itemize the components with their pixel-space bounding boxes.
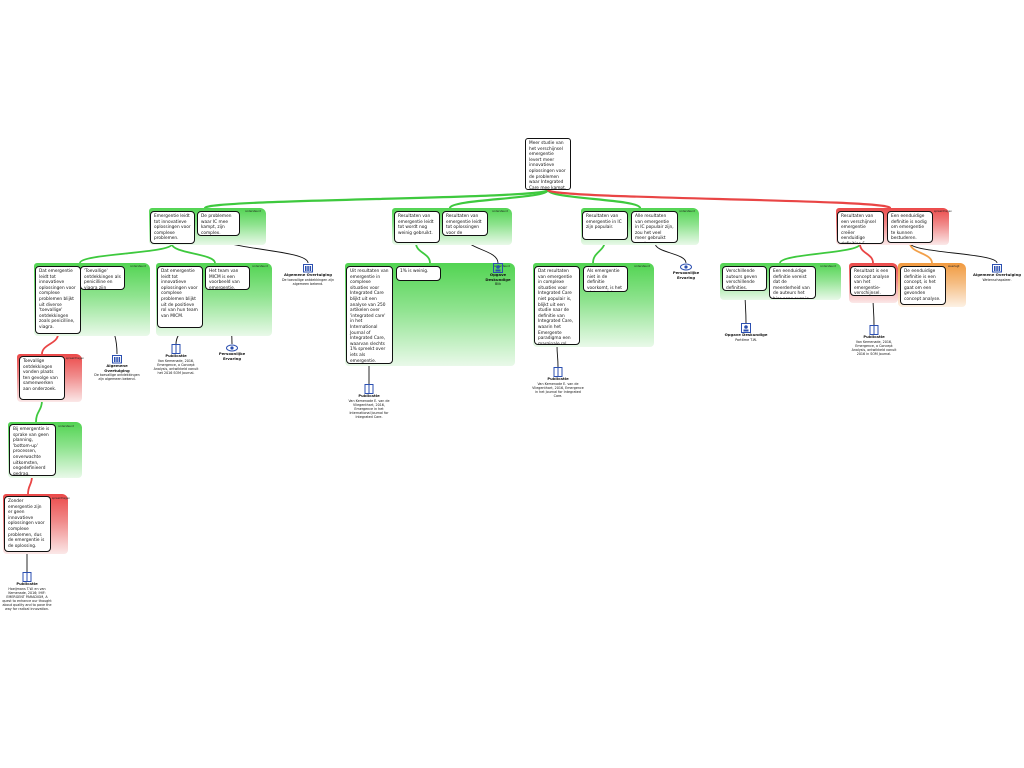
claim-c18[interactable]: Dat resultaten van emergentie in complex… bbox=[534, 266, 580, 345]
connector-line bbox=[27, 475, 33, 495]
publication-icon bbox=[364, 384, 374, 394]
claim-c13[interactable]: Toevallige ontdekkingen vonden plaats te… bbox=[19, 356, 65, 400]
expert-icon bbox=[741, 323, 751, 333]
connector-line bbox=[171, 243, 216, 264]
connector-line bbox=[79, 243, 173, 264]
claim-c20[interactable]: Verschillende auteurs geven verschillend… bbox=[722, 266, 767, 291]
connector-line bbox=[546, 188, 892, 210]
connector-line bbox=[909, 242, 933, 264]
connector-line bbox=[41, 333, 59, 355]
tag-supports: ondersteunt bbox=[820, 265, 836, 268]
publication-icon bbox=[171, 344, 181, 354]
expert-icon bbox=[493, 263, 503, 273]
publication-icon bbox=[553, 367, 563, 377]
tag-supports: ondersteunt bbox=[634, 265, 650, 268]
connector-line bbox=[546, 188, 642, 210]
eye-icon bbox=[680, 263, 692, 271]
tag-rebuts: weerlegt bbox=[948, 265, 960, 268]
resource-r4[interactable]: Persoonlijke Ervaring bbox=[210, 344, 254, 361]
tag-supports: ondersteunt bbox=[130, 265, 146, 268]
claim-c9[interactable]: Dat emergentie leidt tot innovatieve opl… bbox=[35, 266, 81, 334]
tag-supports: ondersteunt bbox=[245, 210, 261, 213]
belief-icon bbox=[112, 355, 122, 364]
belief-icon bbox=[303, 264, 313, 273]
connector-line bbox=[415, 242, 431, 264]
claim-c21[interactable]: Een eenduidige definitie vereist dat de … bbox=[769, 266, 816, 299]
claim-c12[interactable]: Het team van MICM is een voorbeeld van e… bbox=[205, 266, 250, 290]
connector-line bbox=[909, 242, 998, 264]
belief-icon bbox=[992, 264, 1002, 273]
tag-supports: ondersteunt bbox=[252, 265, 268, 268]
claim-c15[interactable]: Zonder emergentie zijn er geen innovatie… bbox=[4, 496, 51, 552]
connector-line bbox=[35, 399, 43, 423]
connector-line bbox=[859, 243, 874, 264]
claim-c23[interactable]: De eenduidige definitie is een concept, … bbox=[900, 266, 946, 305]
eye-icon bbox=[226, 344, 238, 352]
tag-supports: ondersteunt bbox=[494, 265, 510, 268]
claim-c19[interactable]: Als emergentie niet in de definitie voor… bbox=[583, 266, 628, 292]
claim-c16[interactable]: Uit resultaten van emergentie in complex… bbox=[346, 266, 393, 364]
claim-c22[interactable]: Resultaat is een concept analyse van het… bbox=[850, 266, 896, 296]
claim-c1[interactable]: Emergentie leidt tot innovatieve oplossi… bbox=[150, 211, 195, 244]
tag-contradicts: spreekt tegen bbox=[934, 210, 953, 213]
claim-c5[interactable]: Resultaten van emergentie in IC zijn pop… bbox=[582, 211, 628, 240]
claim-c14[interactable]: Bij emergentie is sprake van geen planni… bbox=[9, 424, 56, 476]
publication-icon bbox=[869, 325, 879, 335]
tag-contradicts: spreekt tegen bbox=[52, 497, 71, 500]
claim-c11[interactable]: Dat emergentie leidt tot innovatieve opl… bbox=[157, 266, 203, 328]
claim-c8[interactable]: Een eenduidige definitie is nodig om eme… bbox=[887, 211, 933, 243]
resource-r9[interactable]: Persoonlijke Ervaring bbox=[664, 263, 708, 280]
root-claim[interactable]: Meer studie van het verschijnsel emergen… bbox=[525, 138, 571, 190]
claim-c17[interactable]: 1% is weinig. bbox=[396, 266, 441, 281]
tag-supports: ondersteunt bbox=[679, 210, 695, 213]
claim-c10[interactable]: 'Toevallige' ontdekkingen als penicillin… bbox=[80, 266, 125, 290]
claim-c4[interactable]: Resultaten van emergentie leidt tot oplo… bbox=[442, 211, 488, 236]
claim-c2[interactable]: De problemen waar IC mee kampt, zijn com… bbox=[197, 211, 240, 236]
tag-supports: ondersteunt bbox=[58, 425, 74, 428]
connector-line bbox=[203, 188, 550, 210]
tag-supports: ondersteunt bbox=[492, 210, 508, 213]
tag-contradicts: spreekt tegen bbox=[66, 357, 85, 360]
publication-icon bbox=[22, 572, 32, 582]
claim-c7[interactable]: Resultaten van een verschijnsel emergent… bbox=[837, 211, 884, 244]
claim-c6[interactable]: Alle resultaten van emergentie in IC pop… bbox=[631, 211, 678, 243]
connector-line bbox=[448, 188, 550, 210]
connector-line bbox=[779, 243, 861, 264]
connector-line bbox=[556, 344, 559, 368]
connector-line bbox=[654, 242, 687, 264]
claim-c3[interactable]: Resultaten van emergentie leidt tot word… bbox=[394, 211, 440, 243]
